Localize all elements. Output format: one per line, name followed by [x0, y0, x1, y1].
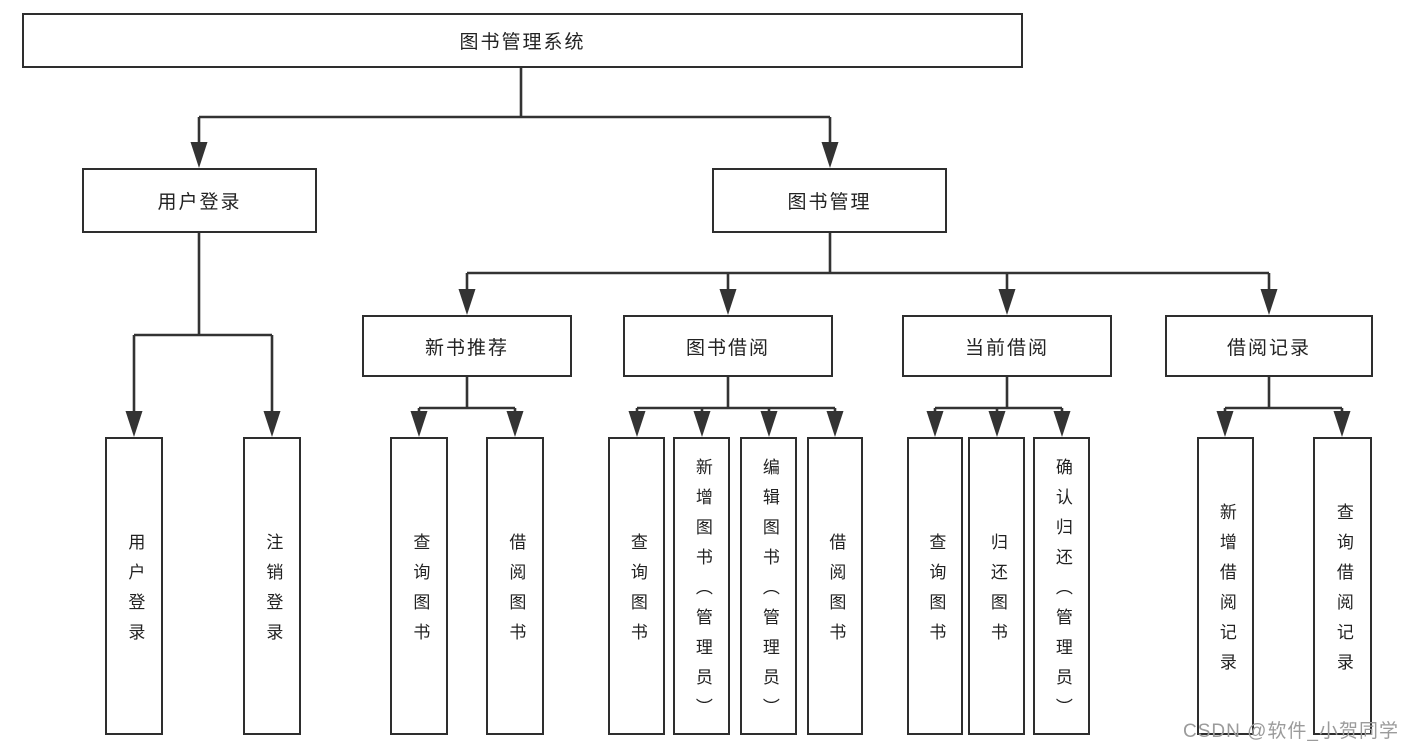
- leaf-borrow-books: 借阅图书: [807, 437, 863, 735]
- node-user-login: 用户登录: [82, 168, 317, 233]
- leaf-query-books-recommend-label: 查询图书: [410, 532, 430, 653]
- leaf-logout-label: 注销登录: [263, 532, 283, 653]
- leaf-query-books-current-label: 查询图书: [926, 532, 946, 653]
- node-book-borrow: 图书借阅: [623, 315, 833, 377]
- leaf-edit-book-admin-label: 编辑图书（管理员）: [759, 457, 779, 728]
- leaf-user-login: 用户登录: [105, 437, 163, 735]
- node-book-management: 图书管理: [712, 168, 947, 233]
- leaf-query-books-current: 查询图书: [907, 437, 963, 735]
- node-root: 图书管理系统: [22, 13, 1023, 68]
- leaf-query-books-borrow-label: 查询图书: [627, 532, 647, 653]
- leaf-add-book-admin: 新增图书（管理员）: [673, 437, 730, 735]
- leaf-query-borrow-record-label: 查询借阅记录: [1333, 502, 1353, 683]
- node-new-book-recommend-label: 新书推荐: [424, 337, 509, 359]
- leaf-query-borrow-record: 查询借阅记录: [1313, 437, 1372, 735]
- leaf-query-books-recommend: 查询图书: [390, 437, 448, 735]
- node-borrow-records-label: 借阅记录: [1226, 337, 1311, 359]
- leaf-add-book-admin-label: 新增图书（管理员）: [692, 457, 712, 728]
- leaf-confirm-return-admin-label: 确认归还（管理员）: [1052, 457, 1072, 728]
- leaf-user-login-label: 用户登录: [125, 532, 145, 653]
- leaf-borrow-books-recommend-label: 借阅图书: [506, 532, 526, 653]
- leaf-return-book-label: 归还图书: [987, 532, 1007, 653]
- arrowheads: [125, 142, 1351, 437]
- leaf-add-borrow-record: 新增借阅记录: [1197, 437, 1254, 735]
- node-book-management-label: 图书管理: [787, 192, 872, 213]
- csdn-watermark: CSDN @软件_小贺同学: [1183, 721, 1399, 742]
- leaf-logout: 注销登录: [243, 437, 301, 735]
- node-current-borrow-label: 当前借阅: [964, 337, 1049, 359]
- leaf-confirm-return-admin: 确认归还（管理员）: [1033, 437, 1090, 735]
- leaf-return-book: 归还图书: [968, 437, 1025, 735]
- leaf-query-books-borrow: 查询图书: [608, 437, 665, 735]
- node-user-login-label: 用户登录: [157, 192, 242, 213]
- leaf-edit-book-admin: 编辑图书（管理员）: [740, 437, 797, 735]
- leaf-add-borrow-record-label: 新增借阅记录: [1216, 502, 1236, 683]
- node-borrow-records: 借阅记录: [1165, 315, 1373, 377]
- node-current-borrow: 当前借阅: [902, 315, 1112, 377]
- node-book-borrow-label: 图书借阅: [685, 337, 770, 359]
- node-root-label: 图书管理系统: [459, 32, 586, 53]
- leaf-borrow-books-recommend: 借阅图书: [486, 437, 544, 735]
- leaf-borrow-books-label: 借阅图书: [826, 532, 846, 653]
- node-new-book-recommend: 新书推荐: [362, 315, 572, 377]
